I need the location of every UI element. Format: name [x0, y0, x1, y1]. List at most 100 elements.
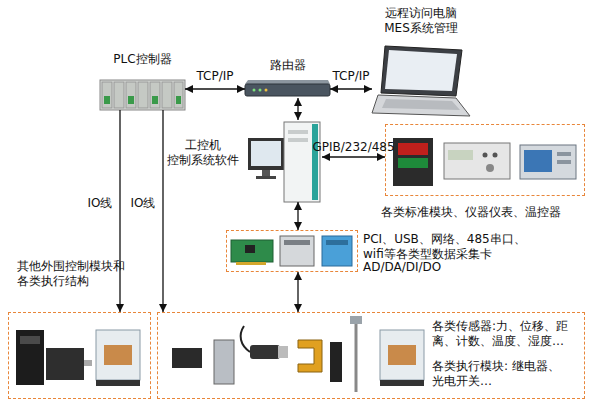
monitor-stand	[262, 170, 270, 176]
plc-module	[174, 82, 183, 108]
connector-arrow	[297, 202, 298, 230]
limit-sensor	[172, 348, 202, 368]
usb-daq	[280, 236, 314, 266]
fork-sensor	[298, 340, 322, 372]
plc-module	[162, 82, 172, 108]
plc-module	[150, 82, 160, 108]
plc-module	[114, 82, 124, 108]
router-body	[245, 84, 330, 96]
edge-label: TCP/IP	[196, 69, 233, 83]
node-label: AD/DA/DI/DO	[363, 260, 591, 275]
router-led	[259, 89, 262, 92]
analyzer-screen	[524, 150, 552, 172]
laptop-keyboard	[382, 99, 460, 110]
pc-drive	[288, 130, 308, 134]
connector-arrow	[297, 98, 298, 120]
pc-drive	[288, 138, 308, 142]
analyzer-key	[557, 160, 571, 164]
serial-module	[322, 236, 352, 266]
laptop-illustration	[372, 46, 470, 116]
connector-arrow	[322, 156, 385, 157]
pc-tower	[284, 122, 320, 202]
proximity-head	[278, 346, 288, 358]
node-label: 远程访问电脑 MES系统管理	[367, 6, 475, 36]
actuator-illustration	[16, 330, 140, 386]
node-label: PLC控制器	[95, 52, 190, 67]
serial-module-terminal	[326, 240, 348, 245]
plc-terminal	[152, 96, 158, 104]
motor-shaft	[84, 360, 92, 366]
router-led	[253, 89, 256, 92]
plc-terminal	[128, 96, 134, 104]
node-label: 工控机 控制系统软件	[162, 138, 244, 168]
node-label: 各类执行模块: 继电器、光电开关…	[432, 359, 582, 389]
servo-motor	[46, 348, 84, 380]
plc-illustration	[100, 80, 185, 110]
pci-fingers	[236, 262, 266, 265]
multimeter-knob	[486, 164, 494, 172]
industrial-pc: 工控机 控制系统软件	[246, 120, 322, 202]
multimeter-button	[493, 153, 498, 158]
node-label: 其他外围控制模块和 各类执行结构	[17, 259, 129, 289]
multimeter	[444, 143, 510, 179]
sensor-cable	[241, 326, 250, 352]
plc-module	[138, 82, 148, 108]
plc-terminal	[104, 96, 110, 104]
daq-card-group: PCI、USB、网络、485串口、 wifi等各类型数据采集卡AD/DA/DI/…	[226, 230, 358, 272]
relay-coil	[388, 345, 416, 365]
connector-arrow	[185, 88, 245, 89]
servo-driver	[16, 330, 44, 385]
pci-chip	[245, 245, 255, 253]
relay	[380, 330, 424, 380]
controller-display	[398, 143, 428, 155]
connector-arrow	[330, 88, 372, 89]
plc-module	[102, 82, 112, 108]
edge-label: IO线	[131, 196, 156, 210]
relay-base	[96, 380, 140, 386]
relay-coil	[104, 345, 132, 365]
router-top	[245, 80, 330, 84]
monitor-frame	[248, 138, 284, 170]
connector-arrow	[297, 272, 298, 312]
instrument-group: 各类标准模块、仪器仪表、温控器	[385, 124, 585, 196]
router: 路由器	[245, 80, 330, 98]
edge-label: IO线	[88, 196, 113, 210]
connector-arrow	[162, 110, 163, 312]
laptop-base	[372, 95, 470, 116]
analyzer	[520, 145, 576, 179]
plc-rack	[100, 80, 185, 110]
pci-card	[231, 240, 273, 262]
node-label: 各类标准模块、仪器仪表、温控器	[381, 205, 591, 220]
monitor-screen	[251, 141, 281, 166]
node-label: 各类传感器:力、位移、距离、计数、温度、湿度…	[432, 319, 582, 349]
controller-display	[398, 158, 428, 168]
photo-sensor	[330, 342, 342, 382]
router-illustration	[245, 80, 330, 96]
monitor-base	[256, 176, 276, 179]
laptop-screen	[385, 50, 457, 91]
sensor-illustration	[172, 316, 424, 392]
analyzer-key	[557, 152, 571, 156]
plc-module	[126, 82, 136, 108]
probe-head	[350, 316, 362, 324]
relay-base	[380, 380, 424, 386]
load-cell	[214, 340, 234, 384]
temperature-probe	[355, 324, 358, 392]
relay	[96, 330, 140, 380]
sensor-group: 各类传感器:力、位移、距离、计数、温度、湿度… 各类执行模块: 继电器、光电开关…	[157, 312, 585, 399]
router-led	[265, 89, 268, 92]
temperature-controller	[393, 138, 433, 186]
proximity-sensor	[250, 345, 280, 359]
plc-controller: PLC控制器	[100, 78, 185, 110]
usb-daq-terminal	[284, 240, 310, 245]
edge-label: GPIB/232/485	[312, 140, 394, 154]
node-label: PCI、USB、网络、485串口、 wifi等各类型数据采集卡	[363, 232, 591, 262]
instruments-illustration	[393, 138, 576, 186]
connector-arrow	[119, 110, 120, 312]
pc-stripe	[312, 124, 318, 200]
daq-illustration	[231, 236, 352, 266]
driver-panel	[20, 336, 40, 344]
laptop-screen-frame	[381, 46, 462, 96]
